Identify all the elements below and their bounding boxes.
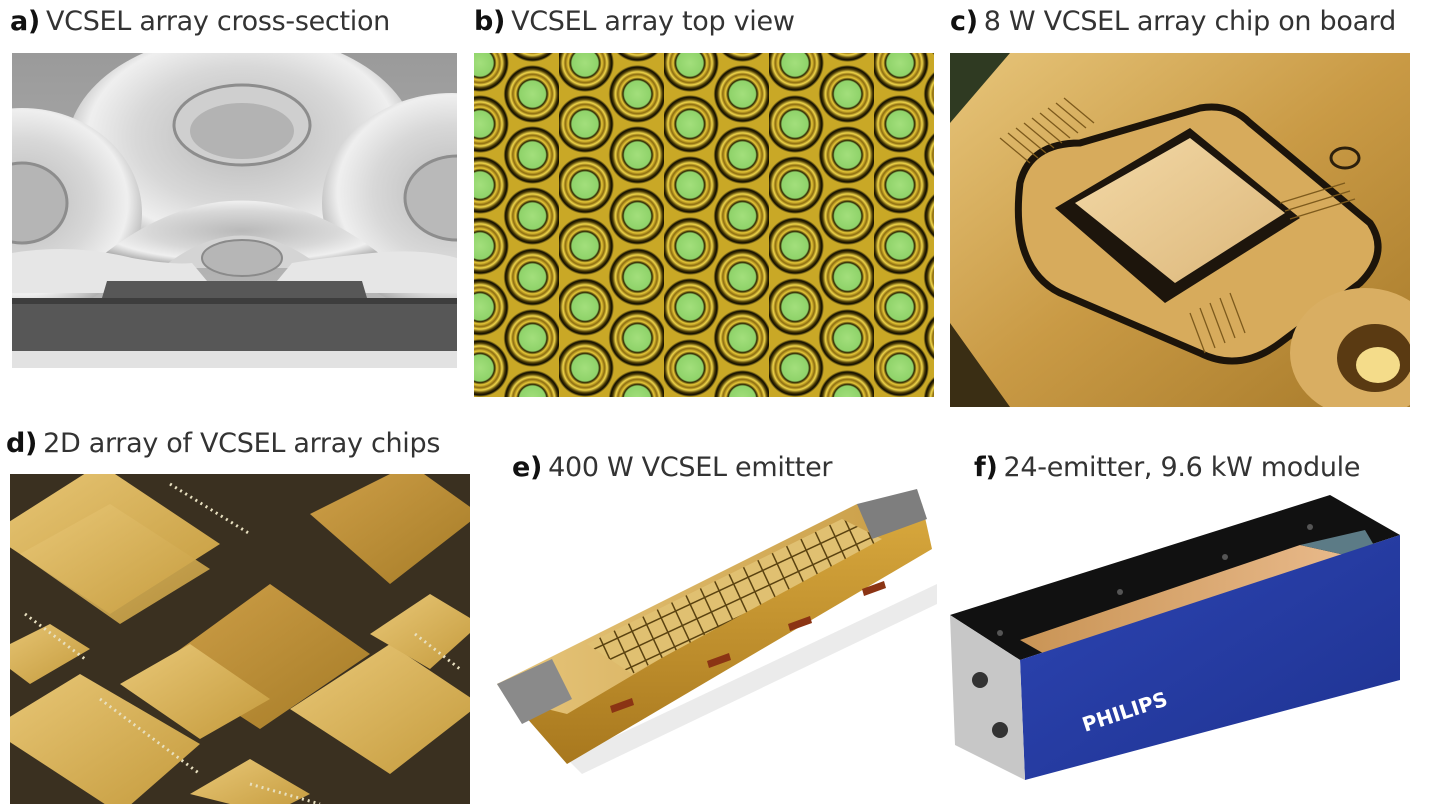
panel-e-emitter-image	[492, 484, 937, 784]
panel-letter: f)	[974, 452, 998, 483]
panel-caption: VCSEL array cross-section	[45, 6, 390, 37]
panel-c-chip-image	[950, 53, 1410, 407]
panel-caption: VCSEL array top view	[511, 6, 795, 37]
panel-a-label: a)VCSEL array cross-section	[10, 6, 390, 37]
panel-b-array-image	[474, 53, 934, 397]
panel-letter: e)	[512, 452, 543, 483]
panel-caption: 8 W VCSEL array chip on board	[983, 6, 1397, 37]
panel-b-label: b)VCSEL array top view	[474, 6, 795, 37]
panel-a-sem-image	[12, 53, 457, 368]
panel-caption: 2D array of VCSEL array chips	[43, 428, 441, 459]
panel-letter: a)	[10, 6, 40, 37]
panel-d-label: d)2D array of VCSEL array chips	[6, 428, 440, 459]
panel-e-label: e)400 W VCSEL emitter	[512, 452, 833, 483]
panel-caption: 24-emitter, 9.6 kW module	[1003, 452, 1361, 483]
panel-letter: c)	[950, 6, 978, 37]
panel-caption: 400 W VCSEL emitter	[548, 452, 833, 483]
panel-letter: b)	[474, 6, 506, 37]
panel-f-label: f)24-emitter, 9.6 kW module	[974, 452, 1360, 483]
panel-c-label: c)8 W VCSEL array chip on board	[950, 6, 1396, 37]
panel-letter: d)	[6, 428, 38, 459]
panel-d-chips-image	[10, 474, 470, 804]
panel-f-module-image: PHILIPS	[945, 495, 1405, 785]
